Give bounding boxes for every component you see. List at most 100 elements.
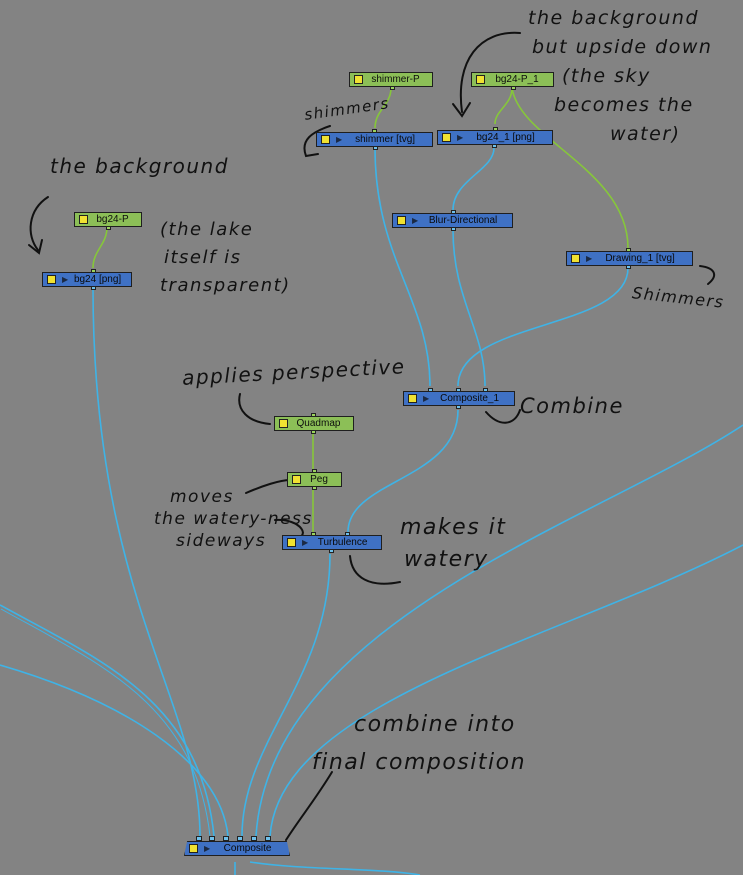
note-line: combine into [354,712,516,737]
output-port[interactable] [456,405,461,409]
play-arrow-icon[interactable]: ▶ [586,254,593,263]
node-composite[interactable]: ▶ Composite [184,841,290,856]
node-label: Composite [223,843,272,854]
play-arrow-icon[interactable]: ▶ [204,844,211,853]
node-label: Quadmap [296,418,341,429]
note-line: final composition [312,750,527,775]
output-port[interactable] [106,226,111,230]
input-port[interactable] [196,836,202,841]
note-line: (the sky [562,65,651,87]
input-port[interactable] [251,836,257,841]
output-port[interactable] [329,549,334,553]
input-port[interactable] [311,532,316,536]
node-label: Turbulence [317,537,368,548]
note-line: the background [528,7,700,29]
input-port[interactable] [223,836,229,841]
matrix-cables [92,87,629,532]
note-line: sideways [176,531,267,551]
output-port[interactable] [492,144,497,148]
output-port[interactable] [511,86,516,90]
output-port[interactable] [91,286,96,290]
note-lake-transparent: (the lake itself is transparent) [160,216,291,300]
output-port[interactable] [311,430,316,434]
input-port[interactable] [626,248,631,252]
input-port[interactable] [451,210,456,214]
enable-toggle[interactable] [47,275,56,284]
input-port[interactable] [209,836,215,841]
note-background-upside-down: the background but upside down (the sky … [528,4,712,149]
node-shimmer-tvg[interactable]: ▶ shimmer [tvg] [316,129,433,150]
input-port[interactable] [428,388,433,392]
node-label: Composite_1 [440,393,500,404]
enable-toggle[interactable] [292,475,301,484]
node-bg24-p[interactable]: bg24-P [74,212,142,230]
note-line: moves [170,487,234,507]
play-arrow-icon[interactable]: ▶ [423,394,430,403]
enable-toggle[interactable] [571,254,580,263]
enable-toggle[interactable] [79,215,88,224]
node-peg[interactable]: Peg [287,469,342,490]
enable-toggle[interactable] [287,538,296,547]
note-line: (the lake [160,219,254,240]
node-label: shimmer [tvg] [355,134,416,145]
enable-toggle[interactable] [408,394,417,403]
node-blur-directional[interactable]: ▶ Blur-Directional [392,210,513,231]
node-label: shimmer-P [371,74,420,85]
node-shimmer-p[interactable]: shimmer-P [349,72,433,90]
input-port[interactable] [456,388,461,392]
note-line: the watery-ness [154,509,313,529]
node-label: bg24-P [96,214,129,225]
node-bg24-png[interactable]: ▶ bg24 [png] [42,269,132,290]
node-quadmap[interactable]: Quadmap [274,413,354,434]
node-label: bg24-P_1 [495,74,539,85]
input-port[interactable] [345,532,350,536]
play-arrow-icon[interactable]: ▶ [302,538,309,547]
node-label: Blur-Directional [428,215,498,226]
note-line: itself is [164,247,242,268]
enable-toggle[interactable] [321,135,330,144]
input-port[interactable] [237,836,243,841]
note-combine-final: combine into final composition [312,706,526,782]
enable-toggle[interactable] [476,75,485,84]
input-port[interactable] [372,129,377,133]
input-port[interactable] [312,469,317,473]
play-arrow-icon[interactable]: ▶ [412,216,419,225]
input-port[interactable] [311,413,316,417]
output-port[interactable] [390,86,395,90]
note-line: watery [404,547,489,572]
node-composite-1[interactable]: ▶ Composite_1 [403,388,515,409]
input-port[interactable] [493,127,498,131]
node-label: bg24_1 [png] [476,132,535,143]
enable-toggle[interactable] [189,844,198,853]
note-line: makes it [400,515,507,540]
note-line: transparent) [160,275,291,296]
input-port[interactable] [91,269,96,273]
note-line: becomes the [554,94,694,116]
enable-toggle[interactable] [279,419,288,428]
note-combine: Combine [520,394,624,418]
note-makes-it-watery: makes it watery [400,512,506,576]
enable-toggle[interactable] [442,133,451,142]
play-arrow-icon[interactable]: ▶ [62,275,69,284]
enable-toggle[interactable] [397,216,406,225]
output-port[interactable] [626,265,631,269]
output-port[interactable] [312,486,317,490]
note-line: water) [610,123,681,145]
node-label: Peg [310,474,328,485]
node-turbulence[interactable]: ▶ Turbulence [282,532,382,553]
input-port[interactable] [483,388,488,392]
play-arrow-icon[interactable]: ▶ [457,133,464,142]
note-moves-wateryness: moves the watery-ness sideways [154,486,313,552]
enable-toggle[interactable] [354,75,363,84]
node-drawing-1-tvg[interactable]: ▶ Drawing_1 [tvg] [566,248,693,269]
node-bg24-1-png[interactable]: ▶ bg24_1 [png] [437,127,553,148]
output-port[interactable] [451,227,456,231]
composite-input-ports [196,836,276,842]
play-arrow-icon[interactable]: ▶ [336,135,343,144]
node-bg24-p-1[interactable]: bg24-P_1 [471,72,554,90]
note-the-background: the background [50,154,229,178]
output-port[interactable] [373,146,378,150]
node-label: Drawing_1 [tvg] [605,253,675,264]
input-port[interactable] [265,836,271,841]
